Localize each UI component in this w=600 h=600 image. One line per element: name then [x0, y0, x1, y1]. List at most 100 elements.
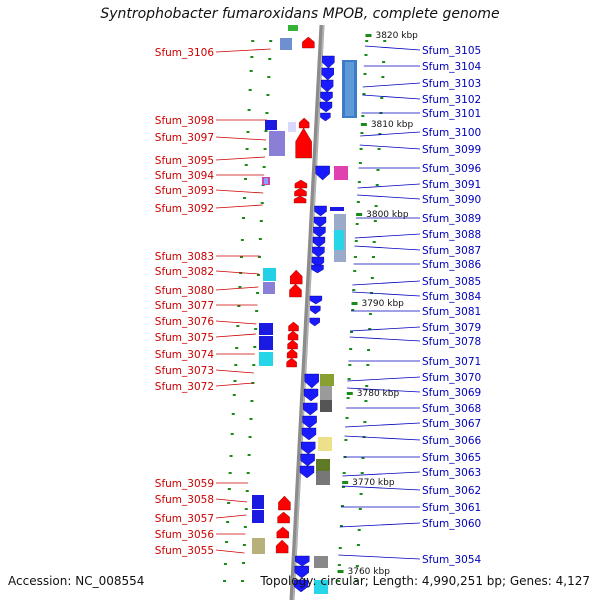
kbp-tick: [360, 123, 367, 126]
track-tick: [245, 490, 249, 492]
left-gene-label: Sfum_3055: [155, 545, 214, 557]
track-tick: [244, 164, 248, 166]
track-tick: [244, 178, 248, 180]
track-tick: [342, 472, 346, 474]
kbp-marker-label: 3770 kbp: [352, 478, 395, 488]
gene-block: [252, 538, 265, 554]
forward-gene-arrow: [298, 117, 310, 129]
track-tick: [354, 240, 358, 242]
right-gene-label: Sfum_3067: [422, 418, 481, 430]
track-tick: [361, 115, 365, 117]
reverse-gene-arrow: [301, 427, 317, 441]
kbp-tick: [342, 481, 349, 484]
left-gene-label: Sfum_3075: [155, 332, 214, 344]
track-tick: [381, 76, 385, 78]
track-tick: [358, 508, 362, 510]
track-tick: [225, 541, 229, 543]
track-tick: [358, 162, 362, 164]
track-tick: [250, 56, 254, 58]
gene-block: [264, 178, 268, 184]
track-tick: [245, 148, 249, 150]
right-gene-label: Sfum_3066: [422, 435, 482, 447]
reverse-gene-arrow: [300, 453, 315, 467]
gene-block: [288, 122, 296, 132]
right-gene-label: Sfum_3071: [422, 356, 481, 368]
reverse-gene-arrow: [310, 305, 321, 315]
reverse-gene-arrow: [313, 216, 327, 228]
label-leader-line: [345, 422, 421, 428]
right-gene-label: Sfum_3096: [422, 163, 482, 175]
reverse-gene-arrow: [294, 565, 309, 579]
track-tick: [223, 580, 227, 582]
track-tick: [252, 364, 256, 366]
right-gene-label: Sfum_3081: [422, 306, 481, 318]
reverse-gene-arrow: [312, 236, 326, 248]
forward-gene-arrow: [287, 339, 298, 350]
track-tick: [368, 313, 372, 315]
track-tick: [348, 364, 352, 366]
left-gene-label: Sfum_3072: [155, 381, 214, 393]
label-leader-line: [215, 156, 266, 161]
gene-block: [320, 374, 334, 386]
reverse-gene-arrow: [320, 91, 333, 103]
left-gene-labels: Sfum_3106Sfum_3098Sfum_3097Sfum_3095Sfum…: [155, 47, 215, 557]
label-leader-line: [354, 233, 421, 239]
track-tick: [365, 385, 369, 387]
gene-block: [316, 459, 330, 471]
left-gene-label: Sfum_3059: [155, 478, 214, 490]
label-leader-line: [215, 204, 263, 209]
label-leader-line: [352, 280, 421, 286]
track-tick: [353, 256, 357, 258]
track-tick: [244, 508, 248, 510]
reverse-gene-arrow: [320, 112, 331, 122]
reverse-gene-arrow: [322, 55, 335, 69]
left-gene-label: Sfum_3057: [155, 513, 214, 525]
forward-gene-arrow: [289, 283, 302, 298]
forward-gene-arrow: [276, 526, 290, 539]
right-gene-label: Sfum_3103: [422, 78, 481, 90]
track-tick: [256, 292, 260, 294]
label-leader-line: [215, 136, 267, 141]
gene-block: [318, 437, 332, 451]
track-tick: [367, 349, 371, 351]
forward-gene-arrow: [278, 495, 291, 511]
track-tick: [372, 241, 376, 243]
track-tick: [249, 418, 253, 420]
kbp-marker-label: 3780 kbp: [357, 389, 400, 399]
track-tick: [351, 309, 355, 311]
reverse-gene-arrow: [315, 165, 330, 181]
label-leader-line: [215, 320, 257, 325]
track-tick: [346, 397, 350, 399]
track-tick: [347, 378, 351, 380]
right-gene-label: Sfum_3062: [422, 485, 481, 497]
label-leader-line: [362, 94, 421, 100]
track-tick: [374, 205, 378, 207]
label-leader-line: [341, 485, 421, 491]
gene-block: [330, 207, 344, 211]
label-leader-line: [215, 514, 247, 519]
reverse-gene-arrow: [295, 555, 310, 567]
track-tick: [373, 220, 377, 222]
right-gene-label: Sfum_3063: [422, 467, 481, 479]
gene-block: [252, 510, 264, 523]
label-leader-line: [357, 183, 421, 189]
kbp-marker-label: 3760 kbp: [348, 567, 391, 577]
label-leader-line: [338, 554, 421, 560]
reverse-gene-arrow: [304, 373, 319, 389]
label-leader-line: [349, 336, 421, 342]
gene-block: [280, 38, 292, 50]
track-tick: [363, 421, 367, 423]
reverse-gene-arrow: [303, 388, 319, 402]
track-tick: [227, 488, 231, 490]
left-gene-label: Sfum_3106: [155, 47, 215, 59]
left-gene-label: Sfum_3058: [155, 494, 214, 506]
left-gene-label: Sfum_3056: [155, 529, 215, 541]
forward-gene-arrow: [286, 357, 297, 368]
label-leader-line: [339, 522, 421, 528]
reverse-gene-arrow: [312, 246, 325, 258]
track-tick: [359, 148, 363, 150]
right-gene-label: Sfum_3070: [422, 372, 481, 384]
genome-title: Syntrophobacter fumaroxidans MPOB, compl…: [100, 6, 500, 22]
label-leader-line: [215, 333, 256, 338]
track-tick: [257, 274, 261, 276]
